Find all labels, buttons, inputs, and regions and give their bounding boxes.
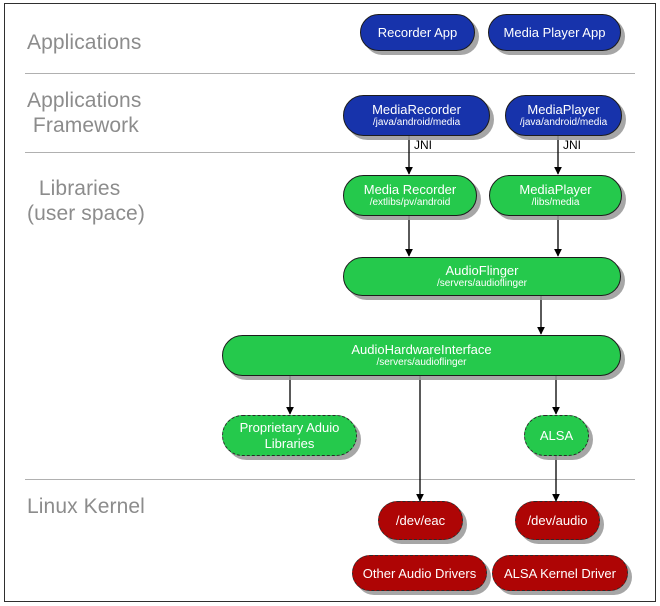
node-proprietary-audio-libraries-title: Proprietary Aduio — [239, 419, 340, 435]
node-mediarecorder-framework[interactable]: MediaRecorder /java/android/media — [343, 95, 490, 136]
node-mediaplayer-framework-title: MediaPlayer — [527, 102, 600, 117]
node-audiohardwareinterface-title: AudioHardwareInterface — [351, 342, 492, 357]
node-media-recorder-lib-path: /extlibs/pv/android — [369, 197, 451, 208]
node-alsa-title: ALSA — [539, 428, 574, 443]
band-label-applications: Applications — [27, 31, 142, 54]
node-mediaplayer-lib-path: /libs/media — [531, 197, 580, 208]
node-mediarecorder-framework-title: MediaRecorder — [372, 102, 461, 117]
node-audiohardwareinterface[interactable]: AudioHardwareInterface /servers/audiofli… — [222, 335, 621, 376]
divider-applications-framework — [25, 152, 635, 153]
node-audioflinger-title: AudioFlinger — [445, 263, 519, 278]
node-media-player-app-title: Media Player App — [503, 25, 606, 40]
node-media-recorder-lib-title: Media Recorder — [363, 182, 457, 197]
node-alsa-kernel-driver-title: ALSA Kernel Driver — [504, 565, 616, 581]
band-label-libraries: Libraries (user space) — [27, 177, 145, 225]
node-mediaplayer-framework[interactable]: MediaPlayer /java/android/media — [505, 95, 622, 136]
node-recorder-app[interactable]: Recorder App — [360, 14, 475, 51]
node-mediarecorder-framework-path: /java/android/media — [372, 117, 461, 128]
edge-label-jni-left: JNI — [414, 138, 432, 152]
node-dev-eac[interactable]: /dev/eac — [378, 501, 463, 540]
node-dev-audio-title: /dev/audio — [527, 513, 588, 528]
node-recorder-app-title: Recorder App — [377, 25, 458, 40]
node-other-audio-drivers-title: Other Audio Drivers — [362, 565, 477, 581]
node-mediaplayer-lib-title: MediaPlayer — [519, 182, 592, 197]
node-other-audio-drivers[interactable]: Other Audio Drivers — [352, 555, 487, 591]
node-dev-eac-title: /dev/eac — [395, 513, 446, 528]
node-proprietary-audio-libraries-title-line2: Libraries — [264, 435, 315, 451]
node-audioflinger-path: /servers/audioflinger — [436, 278, 528, 289]
node-mediaplayer-lib[interactable]: MediaPlayer /libs/media — [489, 175, 622, 216]
node-proprietary-audio-libraries[interactable]: Proprietary Aduio Libraries — [222, 415, 357, 456]
node-alsa[interactable]: ALSA — [524, 415, 589, 456]
node-alsa-kernel-driver[interactable]: ALSA Kernel Driver — [492, 555, 628, 591]
edge-label-jni-right: JNI — [563, 138, 581, 152]
node-dev-audio[interactable]: /dev/audio — [515, 501, 600, 540]
divider-applications — [25, 73, 635, 74]
band-label-applications-framework: Applications Framework — [27, 89, 142, 137]
divider-linux-kernel — [25, 479, 635, 480]
node-audiohardwareinterface-path: /servers/audioflinger — [376, 357, 467, 368]
node-mediaplayer-framework-path: /java/android/media — [519, 117, 608, 128]
node-media-player-app[interactable]: Media Player App — [488, 14, 621, 51]
band-label-linux-kernel: Linux Kernel — [27, 495, 145, 518]
node-media-recorder-lib[interactable]: Media Recorder /extlibs/pv/android — [343, 175, 477, 216]
node-audioflinger[interactable]: AudioFlinger /servers/audioflinger — [343, 257, 621, 296]
